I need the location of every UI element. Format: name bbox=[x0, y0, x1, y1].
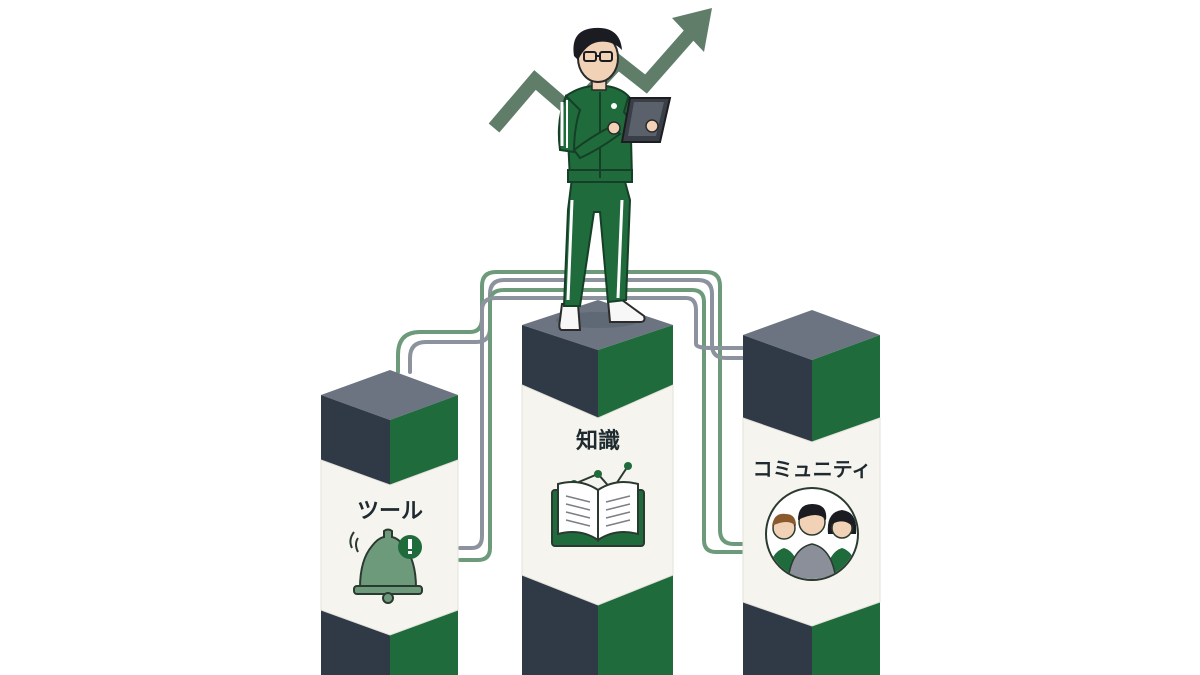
pillar-community: コミュニティ bbox=[742, 310, 881, 675]
people-group-icon bbox=[765, 487, 859, 581]
connector-lines bbox=[396, 270, 744, 562]
person-with-tablet-icon bbox=[556, 27, 672, 331]
pillar-tools-label: ツール bbox=[357, 499, 423, 524]
pillar-knowledge: 知識 bbox=[521, 300, 674, 675]
connector-line-inner-gray bbox=[458, 296, 744, 550]
connector-line-outer-green bbox=[396, 270, 744, 546]
pillar-knowledge-label: 知識 bbox=[576, 428, 620, 454]
connector-line-inner-green bbox=[458, 288, 744, 562]
open-book-chart-icon bbox=[551, 462, 645, 547]
bell-alert-icon bbox=[349, 528, 423, 604]
pillar-tools: ツール bbox=[320, 370, 459, 675]
pillar-community-label: コミュニティ bbox=[753, 457, 872, 481]
